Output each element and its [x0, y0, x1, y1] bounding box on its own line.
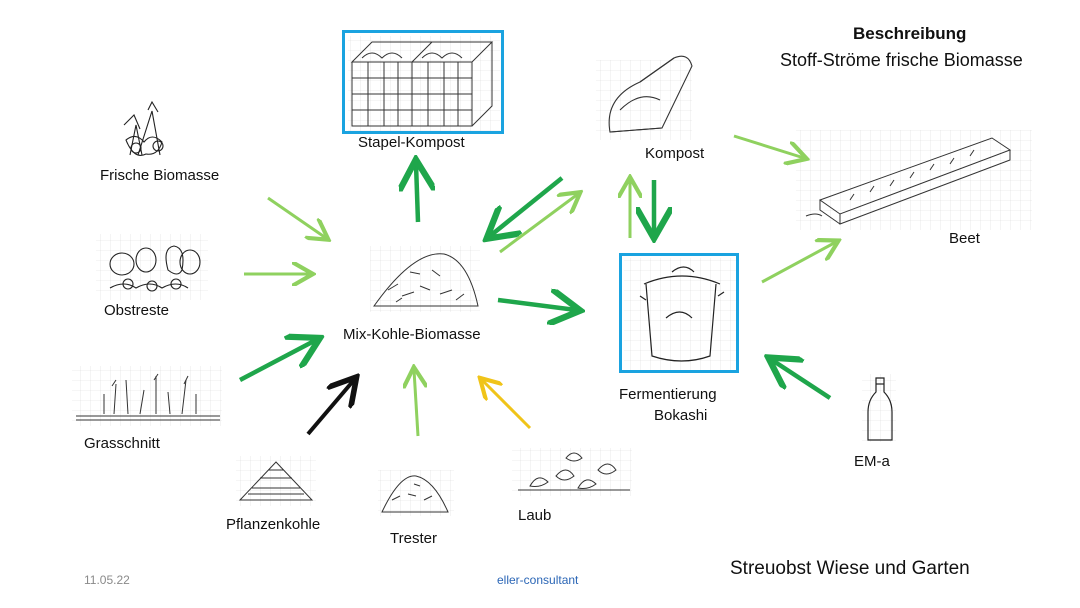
em-a-bottle-sketch	[862, 374, 896, 442]
arrow-bokashi-to-beet	[761, 242, 836, 284]
footer-title: Streuobst Wiese und Garten	[730, 558, 970, 579]
label-laub: Laub	[518, 507, 552, 524]
label-kompost: Kompost	[645, 145, 705, 162]
arrow-grasschnitt-to-mix	[238, 340, 316, 382]
bokashi-bucket-sketch	[624, 258, 736, 370]
label-trester: Trester	[390, 530, 437, 547]
arrow-mix-to-kompost	[499, 194, 578, 254]
arrow-kompost-to-beet	[733, 134, 804, 158]
arrow-trester-to-mix	[414, 370, 418, 437]
label-bokashi: Bokashi	[654, 407, 708, 424]
trester-sketch	[378, 470, 454, 516]
label-frische-biomasse: Frische Biomasse	[100, 167, 220, 184]
label-em-a: EM-a	[854, 453, 890, 470]
label-obstreste: Obstreste	[104, 302, 170, 319]
label-beet: Beet	[949, 230, 980, 247]
label-fermentierung: Fermentierung	[619, 386, 717, 403]
frische-biomasse-sketch	[123, 100, 164, 156]
stapel-kompost-highlight-box	[342, 30, 504, 134]
label-grasschnitt: Grasschnitt	[84, 435, 160, 452]
label-pflanzenkohle: Pflanzenkohle	[226, 516, 321, 533]
grasschnitt-sketch	[72, 366, 222, 426]
bokashi-highlight-box	[619, 253, 739, 373]
laub-sketch	[512, 448, 632, 496]
label-stapel-kompost: Stapel-Kompost	[358, 134, 465, 151]
obstreste-sketch	[96, 234, 208, 300]
mix-kohle-biomasse-sketch	[370, 246, 480, 312]
arrow-pflanzenkohle-to-mix	[306, 380, 354, 436]
footer-date: 11.05.22	[84, 573, 130, 587]
arrow-frische-to-mix	[267, 196, 326, 238]
header-subtitle: Stoff-Ströme frische Biomasse	[780, 50, 1023, 70]
stapel-kompost-sketch	[348, 36, 500, 132]
label-mix-kohle-biomasse: Mix-Kohle-Biomasse	[343, 326, 481, 343]
header-title: Beschreibung	[853, 24, 967, 43]
beet-sketch	[796, 130, 1032, 230]
arrow-em-a-to-bokashi	[772, 360, 832, 400]
kompost-sketch	[596, 55, 693, 140]
arrow-mix-to-bokashi	[497, 300, 576, 310]
pflanzenkohle-sketch	[236, 456, 316, 506]
footer-brand: eller-consultant	[497, 573, 579, 587]
arrow-kompost-to-mix	[490, 176, 564, 236]
arrow-mix-to-stapel	[416, 164, 418, 223]
arrow-laub-to-mix	[482, 380, 532, 430]
